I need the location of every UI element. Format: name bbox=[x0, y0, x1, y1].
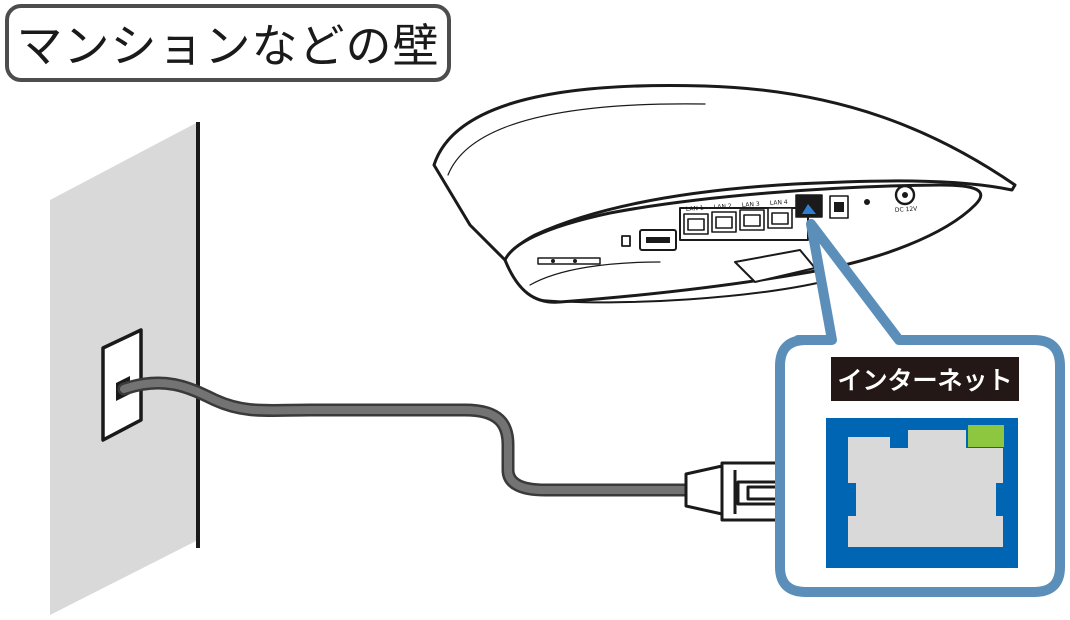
router-lan-ports bbox=[683, 207, 793, 235]
lan-cable bbox=[117, 376, 699, 497]
dc-label: DC 12V bbox=[895, 205, 919, 214]
internet-port-closeup bbox=[826, 418, 1018, 568]
lan4-label: LAN 4 bbox=[770, 199, 788, 207]
internet-port-callout bbox=[775, 219, 1065, 597]
router-internet-port bbox=[795, 194, 823, 218]
router-port-labels: LAN 1 LAN 2 LAN 3 LAN 4 DC 12V bbox=[686, 199, 919, 214]
wireless-router bbox=[432, 84, 1017, 304]
lan2-label: LAN 2 bbox=[714, 203, 732, 211]
link-led-icon bbox=[968, 425, 1004, 447]
internet-port-label: インターネット bbox=[831, 357, 1019, 401]
internet-port-label-text: インターネット bbox=[837, 366, 1013, 395]
wall-title-box: マンションなどの壁 bbox=[5, 4, 451, 82]
lan1-label: LAN 1 bbox=[686, 205, 704, 213]
wall-title: マンションなどの壁 bbox=[16, 19, 440, 73]
lan3-label: LAN 3 bbox=[742, 201, 760, 209]
